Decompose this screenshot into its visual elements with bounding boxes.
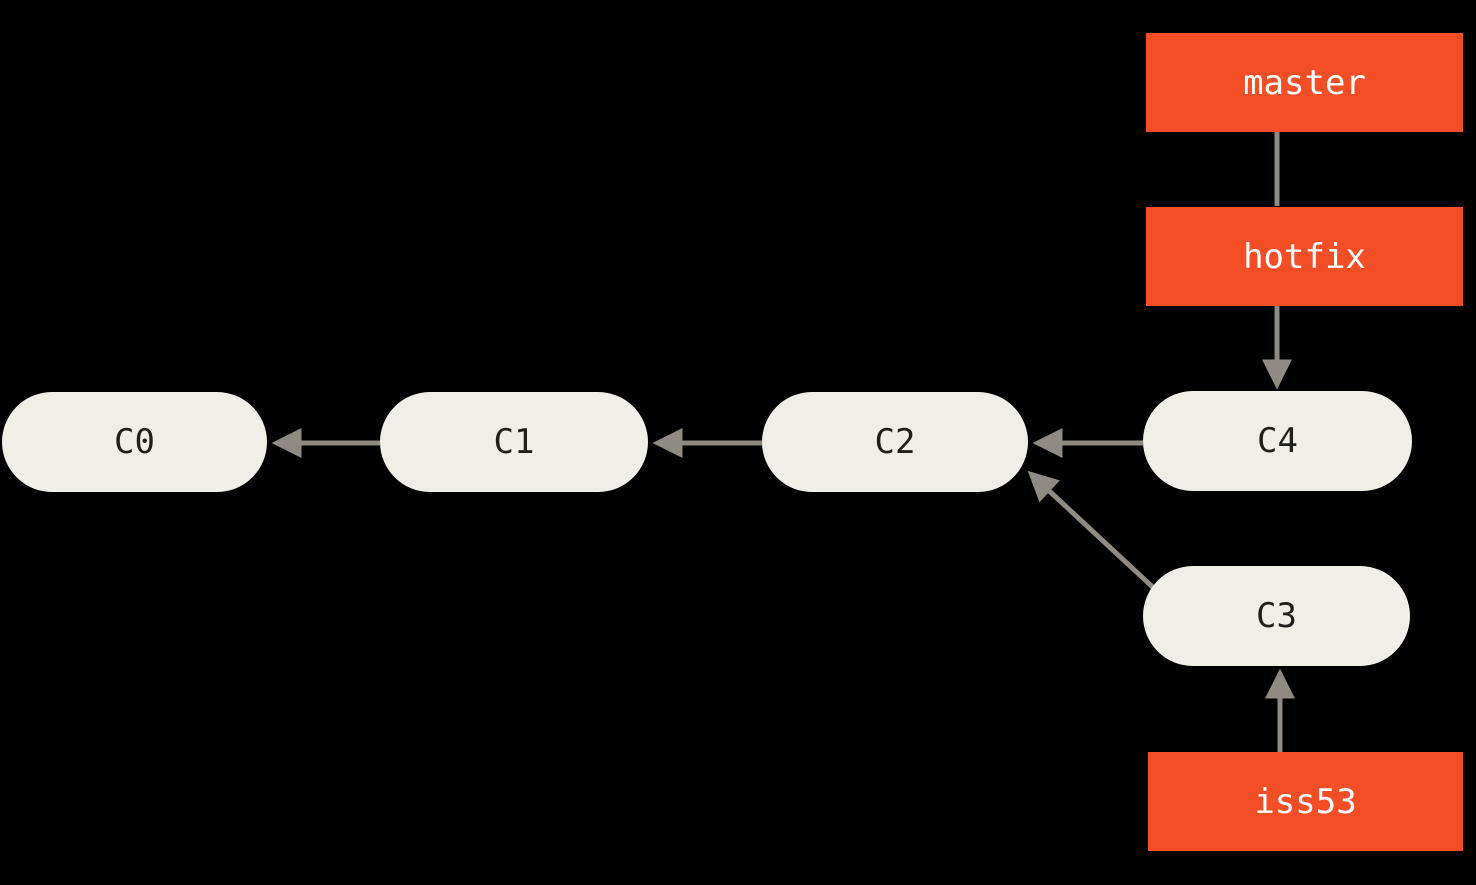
commit-node-c1: C1 <box>380 392 648 492</box>
branch-label-hotfix: hotfix <box>1243 236 1366 277</box>
commit-label-c0: C0 <box>114 422 155 462</box>
edge-c3-c2 <box>1027 470 1160 594</box>
commit-node-c2: C2 <box>762 392 1028 492</box>
branch-box-master: master <box>1146 33 1463 132</box>
branch-box-hotfix: hotfix <box>1146 207 1463 306</box>
commit-label-c4: C4 <box>1257 421 1298 461</box>
commit-node-c4: C4 <box>1143 391 1412 491</box>
commit-label-c2: C2 <box>874 422 916 462</box>
branch-box-iss53: iss53 <box>1148 752 1463 851</box>
commit-label-c1: C1 <box>493 422 535 462</box>
branch-label-iss53: iss53 <box>1254 781 1357 822</box>
commit-node-c3: C3 <box>1143 566 1410 666</box>
branch-label-master: master <box>1243 62 1366 103</box>
commit-node-c0: C0 <box>2 392 267 492</box>
commit-label-c3: C3 <box>1256 596 1297 636</box>
